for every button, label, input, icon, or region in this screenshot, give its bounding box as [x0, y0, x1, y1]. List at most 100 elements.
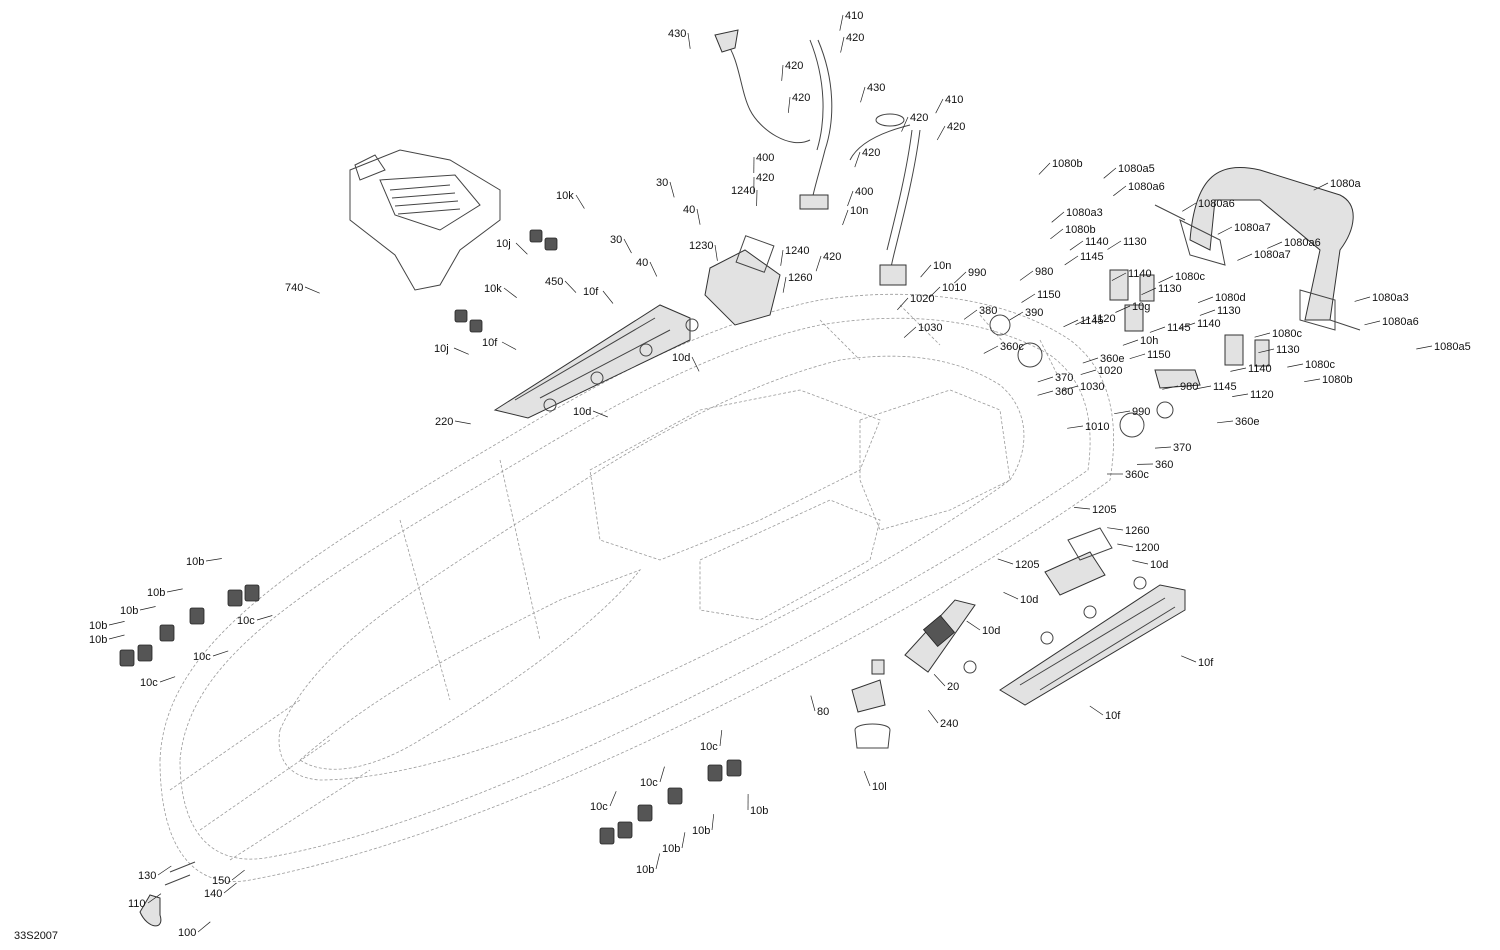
leader-line [1182, 202, 1197, 212]
leader-line [1051, 211, 1065, 223]
callout-label: 10c [590, 801, 608, 813]
leader-line [564, 280, 577, 293]
leader-line [1132, 560, 1149, 565]
callout-label: 1010 [942, 282, 966, 294]
callout-label: 740 [285, 282, 303, 294]
callout-label: 10f [583, 286, 599, 298]
leader-line [503, 287, 517, 298]
callout-label: 420 [947, 121, 965, 133]
callout-label: 400 [855, 186, 873, 198]
leader-line [1129, 353, 1146, 360]
hull-outline [159, 293, 1115, 882]
leader-line [840, 36, 845, 53]
leader-line [1122, 339, 1139, 346]
callout-label: 420 [756, 172, 774, 184]
callout-label: 10j [496, 238, 511, 250]
leader-line [1117, 543, 1134, 548]
callout-label: 1120 [1092, 313, 1116, 325]
callout-label: 80 [817, 706, 829, 718]
callout-label: 150 [212, 875, 230, 887]
leader-line [205, 558, 222, 562]
center-components [851, 599, 976, 749]
callout-label: 10c [640, 777, 658, 789]
leader-line [1304, 378, 1321, 383]
callout-label: 30 [610, 234, 622, 246]
leader-line [810, 695, 816, 712]
leader-line [681, 832, 686, 849]
callout-label: 360c [1000, 341, 1024, 353]
leader-line [1158, 275, 1174, 284]
leader-line [1067, 425, 1084, 429]
callout-label: 370 [1055, 372, 1073, 384]
leader-line [1021, 293, 1036, 303]
callout-label: 360 [1055, 386, 1073, 398]
callout-label: 1260 [1125, 525, 1149, 537]
leader-line [157, 865, 172, 876]
leader-line [1003, 591, 1019, 600]
callout-label: 980 [1180, 381, 1198, 393]
callout-label: 10d [672, 352, 690, 364]
callout-label: 10d [573, 406, 591, 418]
callout-label: 430 [668, 28, 686, 40]
leader-line [1080, 369, 1097, 375]
leader-line [897, 297, 909, 311]
callout-label: 10d [982, 625, 1000, 637]
leader-line [197, 921, 211, 933]
callout-label: 1030 [1080, 381, 1104, 393]
callout-label: 1240 [785, 245, 809, 257]
leader-line [815, 255, 822, 272]
callout-label: 420 [785, 60, 803, 72]
leader-line [1038, 162, 1051, 175]
leader-line [711, 814, 715, 831]
callout-label: 240 [940, 718, 958, 730]
leader-line [863, 770, 871, 787]
callout-label: 360 [1155, 459, 1173, 471]
leader-line [719, 730, 723, 747]
callout-label: 450 [545, 276, 563, 288]
leader-line [782, 276, 787, 293]
leader-line [1254, 332, 1271, 338]
drawing-id: 33S2007 [14, 930, 58, 942]
leader-line [1181, 655, 1197, 663]
callout-label: 420 [862, 147, 880, 159]
callout-label: 1260 [788, 272, 812, 284]
callout-label: 1140 [1085, 236, 1109, 248]
callout-label: 140 [204, 888, 222, 900]
leader-line [920, 264, 932, 278]
callout-label: 1030 [918, 322, 942, 334]
callout-label: 1080a6 [1382, 316, 1419, 328]
callout-label: 1200 [1135, 542, 1159, 554]
leader-line [166, 588, 183, 593]
callout-label: 390 [1025, 307, 1043, 319]
callout-label: 360e [1100, 353, 1124, 365]
callout-label: 10h [1140, 335, 1158, 347]
callout-label: 1150 [1037, 289, 1061, 301]
callout-label: 10b [186, 556, 204, 568]
callout-label: 1010 [1085, 421, 1109, 433]
callout-label: 410 [845, 10, 863, 22]
hull-drawing [159, 293, 1115, 882]
leader-line [212, 650, 229, 657]
callout-label: 1080a7 [1234, 222, 1271, 234]
callout-label: 10l [872, 781, 887, 793]
leader-line [714, 244, 718, 261]
leader-line [901, 116, 909, 132]
callout-label: 10n [850, 205, 868, 217]
hull-center-tunnel [699, 499, 881, 621]
leader-line [1141, 287, 1157, 296]
leader-line [1115, 305, 1131, 313]
callout-label: 1080b [1052, 158, 1083, 170]
leader-line [954, 271, 967, 284]
leader-line [501, 341, 517, 350]
leader-line [933, 673, 946, 687]
callout-label: 10b [662, 843, 680, 855]
callout-label: 1145 [1167, 322, 1191, 334]
leader-line [1089, 705, 1104, 716]
callout-label: 10b [120, 605, 138, 617]
leader-line [1162, 385, 1179, 390]
leader-line [159, 676, 176, 683]
callout-label: 1080a3 [1066, 207, 1103, 219]
callout-label: 10f [482, 337, 498, 349]
leader-line [936, 125, 946, 141]
leader-line [687, 32, 691, 49]
